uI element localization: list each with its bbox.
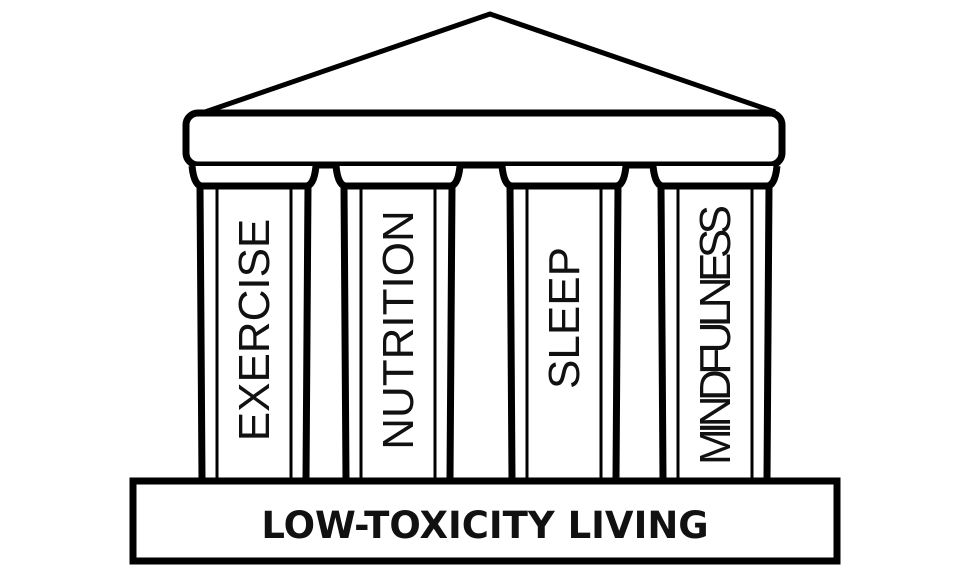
- foundation: [129, 477, 841, 565]
- pillar-label: SLEEP: [540, 247, 589, 389]
- pillars: EXERCISE NUTRITION SLEEP MINDFULNESS: [188, 165, 781, 480]
- pillar-outer-line: [657, 185, 667, 480]
- pillar-label: MINDFULNESS: [691, 205, 740, 465]
- pillar: EXERCISE: [188, 165, 320, 480]
- entablature: [182, 109, 786, 169]
- pillar-label: NUTRITION: [374, 210, 423, 450]
- pillar-outer-line: [446, 185, 456, 480]
- pillar-outer-line: [340, 185, 350, 480]
- foundation-label: LOW-TOXICITY LIVING: [261, 504, 708, 547]
- pillar-capital: [332, 165, 464, 190]
- pillar-outer-line: [763, 185, 773, 480]
- pillar-outer-line: [302, 185, 312, 480]
- pillar-outer-line: [506, 185, 516, 480]
- pillar-outer-line: [196, 185, 206, 480]
- pillar-capital: [188, 165, 320, 190]
- pillar: NUTRITION: [332, 165, 464, 480]
- pillar-outer-line: [612, 185, 622, 480]
- pillar-capital: [649, 165, 781, 190]
- pillar: SLEEP: [498, 165, 630, 480]
- pillar-label: EXERCISE: [230, 219, 279, 442]
- roof: [204, 11, 776, 115]
- pillar: MINDFULNESS: [649, 165, 781, 480]
- pillar-capital: [498, 165, 630, 190]
